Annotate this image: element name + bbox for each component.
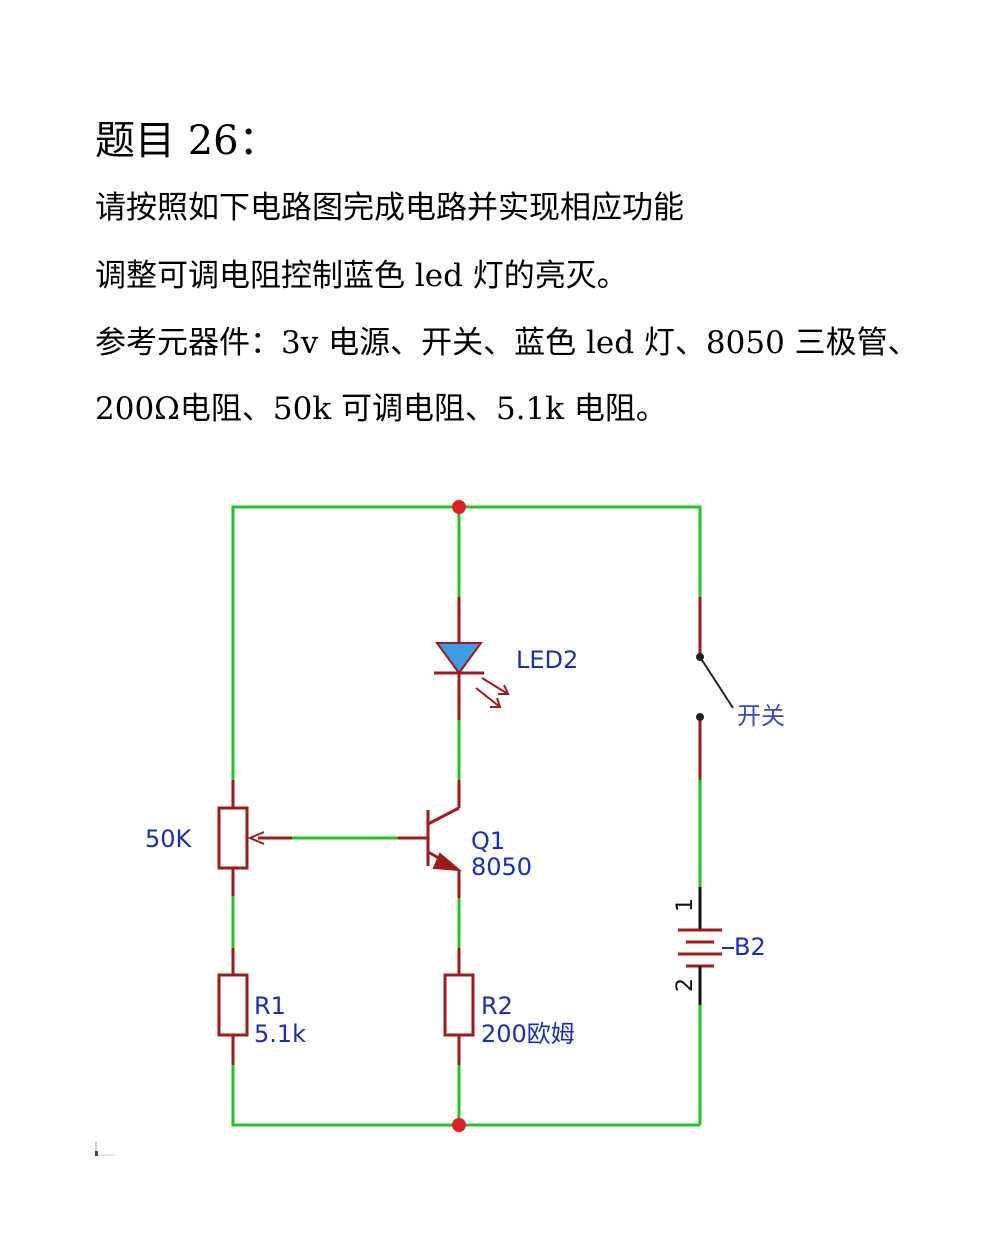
r2-value-label: 200欧姆	[481, 1020, 575, 1048]
resistor-r2-symbol	[443, 948, 475, 1065]
transistor-symbol	[398, 780, 463, 898]
led-symbol	[434, 597, 510, 720]
transistor-ref-label: Q1	[471, 827, 505, 855]
instruction-line-1: 请按照如下电路图完成电路并实现相应功能	[95, 190, 684, 226]
wires	[231, 505, 702, 1127]
wire-top-right	[459, 505, 702, 597]
transistor-value-label: 8050	[471, 853, 532, 881]
junction-bottom	[452, 1118, 466, 1132]
battery-pin2-label: 2	[673, 978, 698, 992]
battery-pin1-label: 1	[673, 898, 698, 912]
text-cursor-icon	[95, 1142, 115, 1156]
switch-contact-bottom	[696, 713, 704, 721]
switch-label: 开关	[737, 702, 785, 730]
r1-value-label: 5.1k	[254, 1020, 306, 1048]
resistor-r1-symbol	[217, 948, 249, 1065]
potentiometer-value-label: 50K	[145, 825, 193, 853]
battery-symbol	[678, 887, 734, 1005]
r1-ref-label: R1	[254, 992, 286, 1020]
junction-top	[452, 500, 466, 514]
switch-contact-top	[696, 653, 704, 661]
potentiometer-symbol	[217, 780, 292, 896]
r2-ref-label: R2	[481, 992, 513, 1020]
instruction-line-4: 200Ω电阻、50k 可调电阻、5.1k 电阻。	[95, 391, 667, 427]
switch-symbol	[698, 597, 734, 780]
instruction-line-2: 调整可调电阻控制蓝色 led 灯的亮灭。	[95, 258, 628, 294]
battery-ref-label: B2	[734, 933, 766, 961]
instruction-line-3: 参考元器件：3v 电源、开关、蓝色 led 灯、8050 三极管、	[95, 325, 919, 361]
document-title: 题目 26：	[95, 118, 279, 164]
wire-top-left	[231, 505, 459, 780]
led-ref-label: LED2	[516, 646, 578, 674]
wire-bottom	[231, 1065, 700, 1127]
